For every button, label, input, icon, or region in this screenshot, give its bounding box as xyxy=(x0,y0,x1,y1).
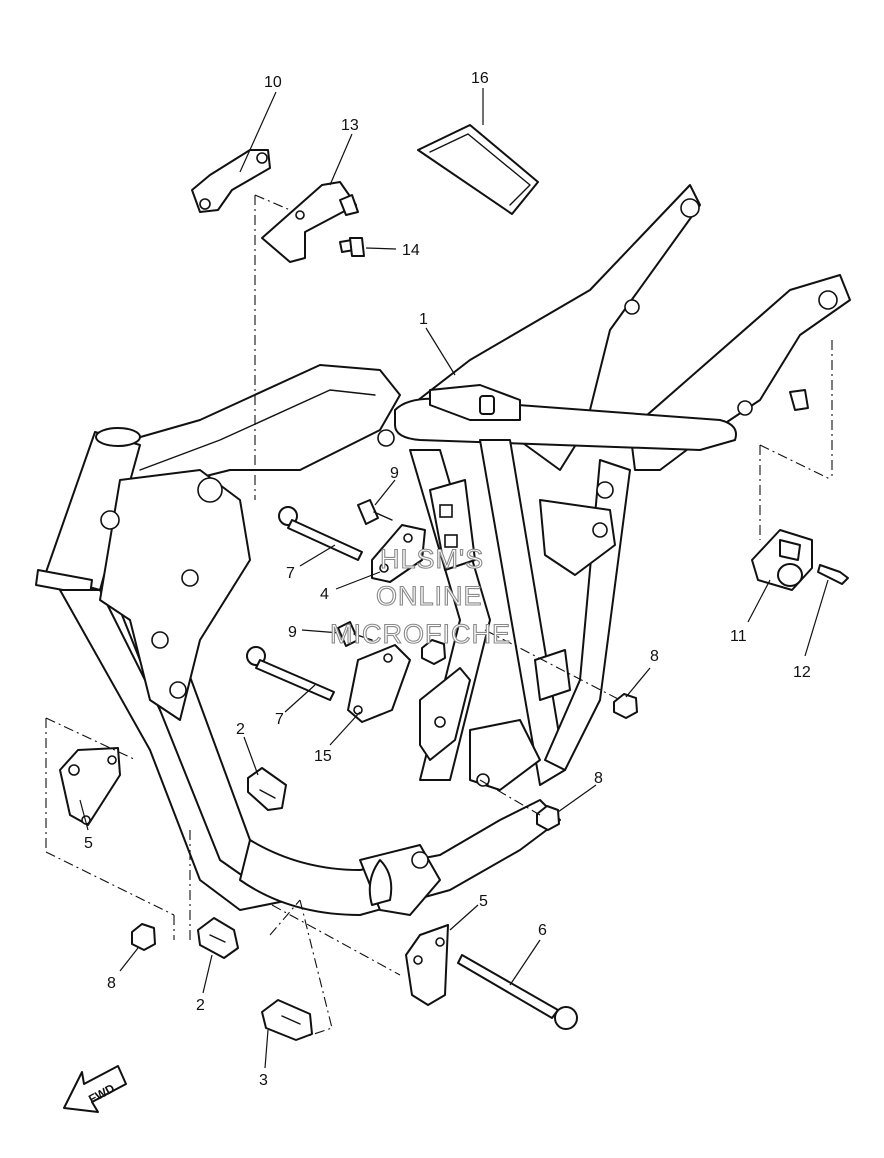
part-7-bolt-lower xyxy=(246,646,335,701)
callout-6: 6 xyxy=(538,922,547,939)
main-frame xyxy=(35,184,851,916)
part-3-clamp xyxy=(261,999,313,1041)
callout-2-lower: 2 xyxy=(196,997,205,1014)
part-15-plate xyxy=(347,644,411,723)
callout-8-right-top: 8 xyxy=(650,648,659,665)
leader-lines xyxy=(45,88,833,1069)
callout-16: 16 xyxy=(471,70,489,87)
part-9-bolt-upper xyxy=(357,499,393,525)
part-8-nut-right-top xyxy=(613,693,638,719)
watermark-line-1: HLSM'S xyxy=(380,544,484,574)
part-8-nut-left xyxy=(131,923,156,951)
callout-14: 14 xyxy=(402,242,420,259)
part-10-bracket xyxy=(191,149,271,213)
part-7-bolt-upper xyxy=(278,506,363,561)
callout-7-upper: 7 xyxy=(286,565,295,582)
fwd-arrow-icon: FWD xyxy=(63,1065,127,1113)
callout-5-left: 5 xyxy=(84,835,93,852)
callout-11: 11 xyxy=(730,628,747,645)
part-9-bolt-lower xyxy=(337,621,373,647)
callout-4: 4 xyxy=(320,586,329,603)
watermark-line-3: MICROFICHE xyxy=(330,619,511,649)
callout-15: 15 xyxy=(314,748,332,765)
part-11-damper xyxy=(751,529,813,591)
callout-12: 12 xyxy=(793,664,811,681)
callout-9-upper: 9 xyxy=(390,465,399,482)
watermark-line-2: ONLINE xyxy=(376,581,483,611)
part-5-bracket-left xyxy=(59,747,121,826)
callout-8-right-mid: 8 xyxy=(594,770,603,787)
callout-5-right: 5 xyxy=(479,893,488,910)
part-8-nut-right-mid xyxy=(536,805,560,831)
callout-2-upper: 2 xyxy=(236,721,245,738)
part-2-clamp-upper xyxy=(247,767,287,811)
part-14-bolt xyxy=(339,237,365,257)
part-2-clamp-lower xyxy=(197,917,239,959)
callout-1: 1 xyxy=(419,311,428,328)
callout-7-lower: 7 xyxy=(275,711,284,728)
callout-labels: 1 2 2 3 4 5 5 6 7 7 8 8 8 9 9 10 11 12 1… xyxy=(84,70,811,1089)
part-6-bolt xyxy=(457,954,578,1030)
callout-3: 3 xyxy=(259,1072,268,1089)
callout-10: 10 xyxy=(264,74,282,91)
callout-13: 13 xyxy=(341,117,359,134)
callout-9-lower: 9 xyxy=(288,624,297,641)
callout-8-left: 8 xyxy=(107,975,116,992)
watermark: HLSM'S ONLINE MICROFICHE xyxy=(329,543,511,649)
part-5-bracket-right xyxy=(405,924,449,1006)
part-13-bracket xyxy=(261,181,357,263)
part-16-cover xyxy=(417,124,539,215)
part-12-screw xyxy=(817,564,849,585)
